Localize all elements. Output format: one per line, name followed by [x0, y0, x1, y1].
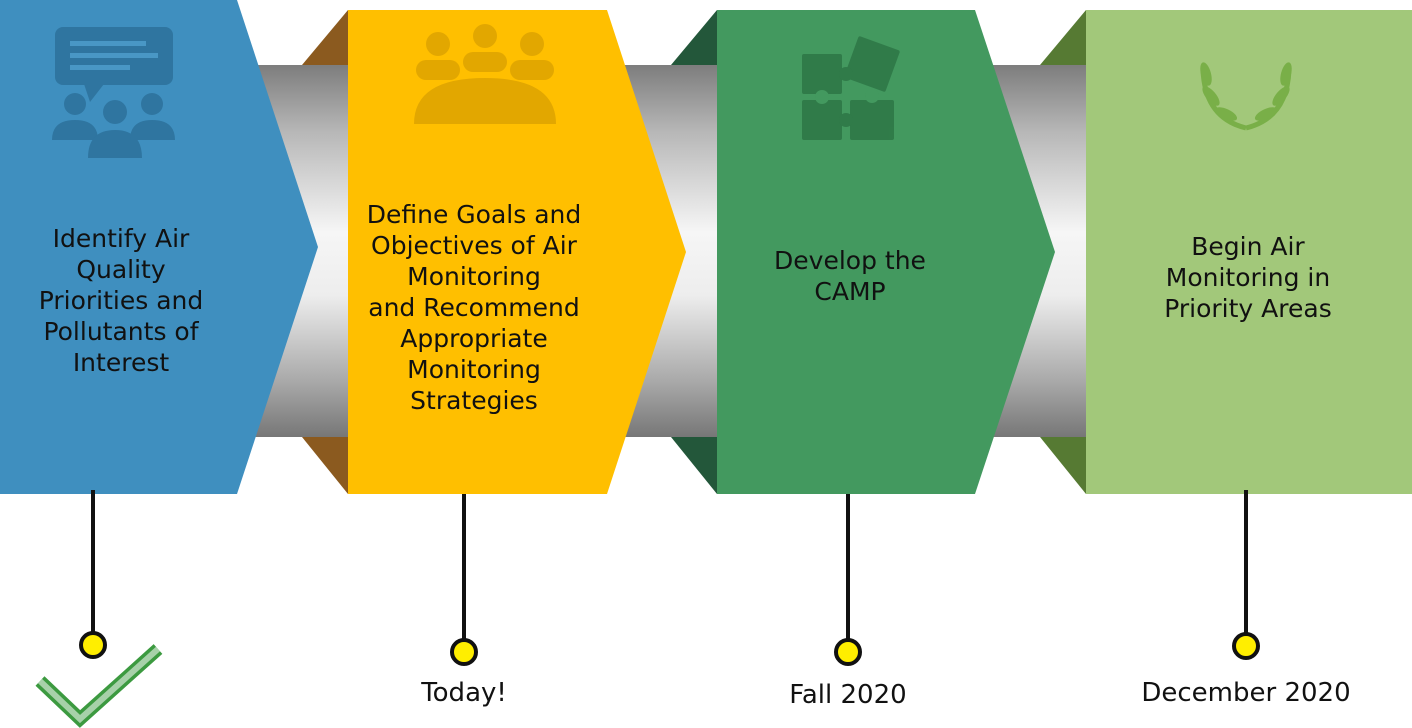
fold-top-2	[302, 10, 348, 65]
step-define-shape	[348, 10, 686, 494]
date-label-define: Today!	[421, 678, 507, 708]
date-label-develop: Fall 2020	[789, 680, 907, 710]
fold-bot-2	[302, 437, 348, 494]
meeting-table-icon	[414, 24, 556, 124]
fold-top-4	[1040, 10, 1086, 65]
step-develop-shape	[717, 10, 1055, 494]
fold-top-3	[671, 10, 717, 65]
step-develop-text: Develop the CAMP	[774, 246, 926, 306]
check-icon-inner	[37, 646, 161, 724]
connector-dot-identify	[79, 631, 107, 659]
fold-bot-3	[671, 437, 717, 494]
step-begin-shape	[1086, 10, 1412, 494]
connector-dot-define	[450, 638, 478, 666]
step-begin-text: Begin Air Monitoring in Priority Areas	[1164, 231, 1332, 323]
step-define-text: Define Goals and Objectives of Air Monit…	[366, 199, 582, 415]
puzzle-icon	[802, 36, 900, 140]
discussion-group-icon	[52, 27, 175, 158]
connector-dot-develop	[834, 638, 862, 666]
step-identify-text: Identify Air Quality Priorities and Poll…	[38, 223, 204, 377]
connector-dot-begin	[1232, 632, 1260, 660]
date-label-begin: December 2020	[1141, 678, 1351, 708]
check-icon	[35, 644, 163, 728]
laurel-icon	[1200, 62, 1292, 131]
fold-bot-4	[1040, 437, 1086, 494]
